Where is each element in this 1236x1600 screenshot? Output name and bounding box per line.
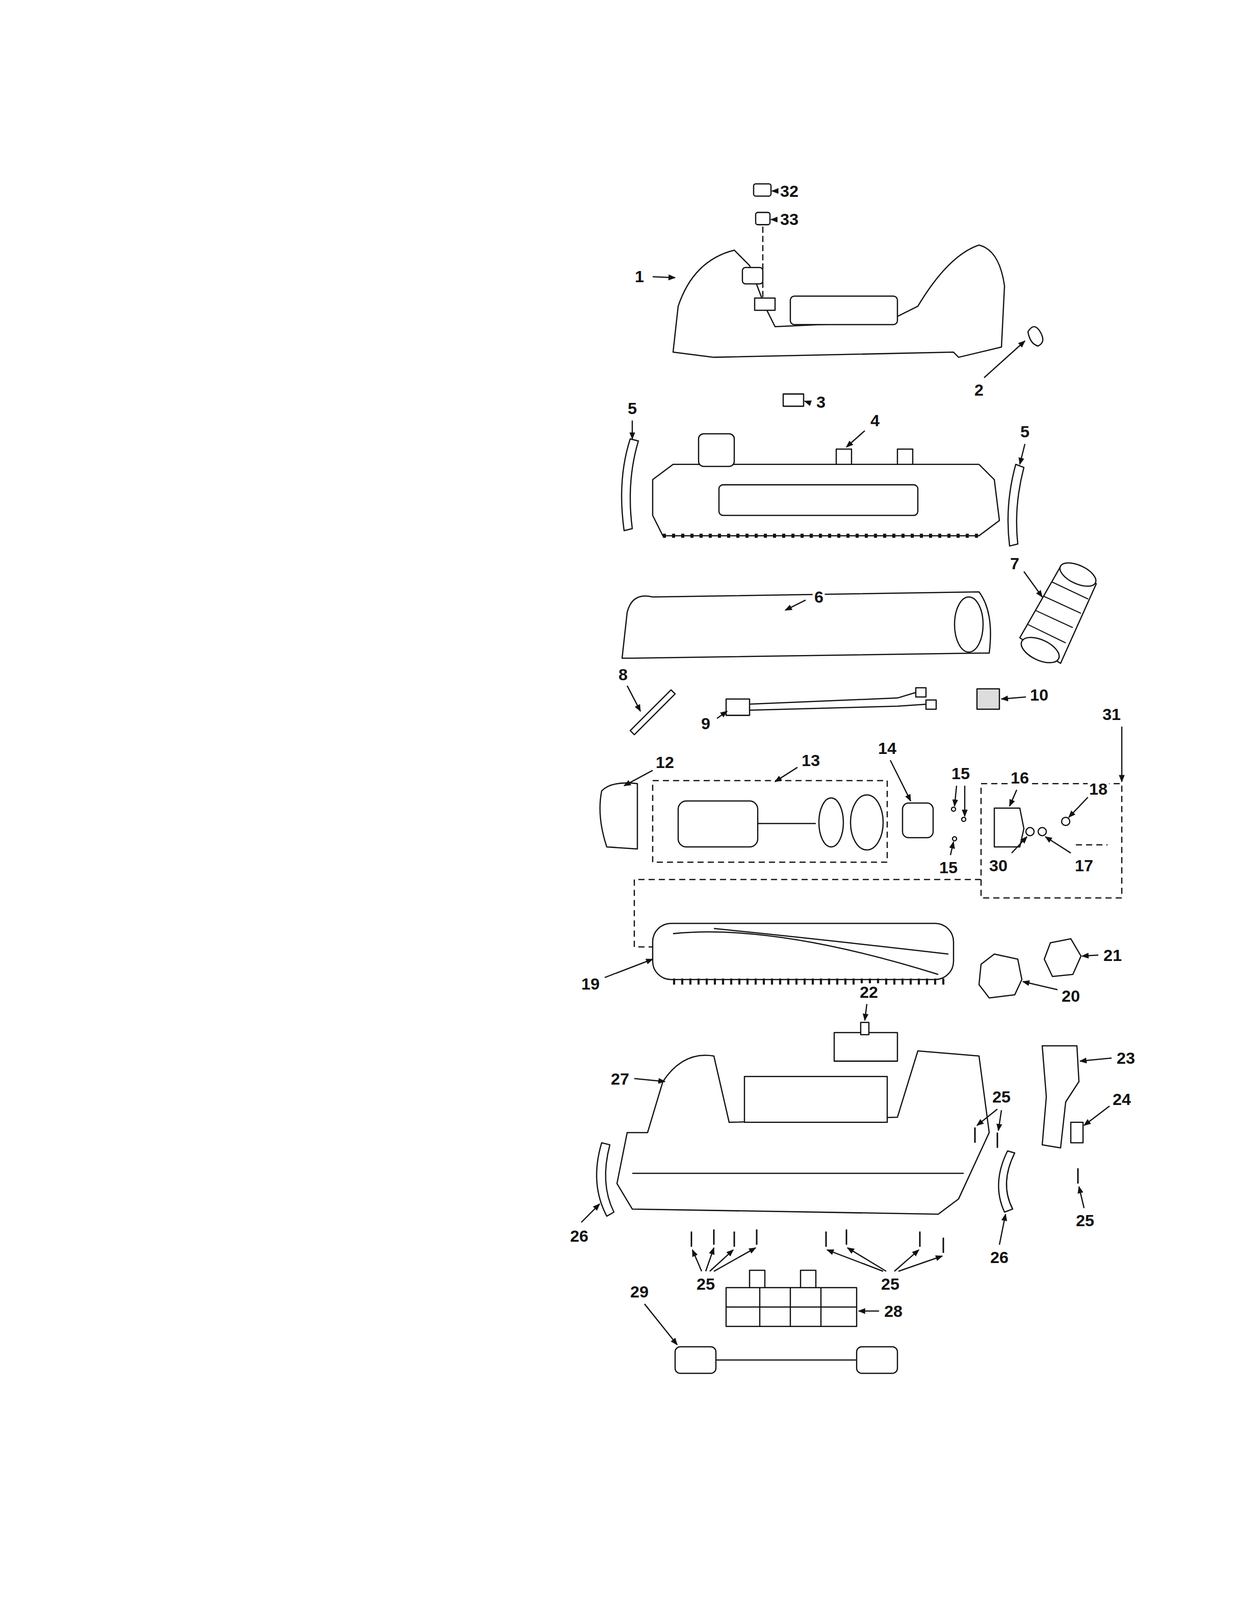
callout-number: 15 bbox=[950, 764, 972, 782]
callout-number: 25 bbox=[1074, 1211, 1096, 1229]
callout-number: 16 bbox=[1009, 768, 1031, 787]
callout-number: 24 bbox=[1110, 1090, 1133, 1108]
callout-number: 17 bbox=[1073, 856, 1095, 874]
callout-number: 15 bbox=[937, 858, 960, 876]
callout-number: 31 bbox=[1100, 705, 1123, 723]
callout-number: 25 bbox=[990, 1087, 1013, 1106]
callout-number: 7 bbox=[1008, 554, 1021, 572]
callout-number: 10 bbox=[1028, 685, 1050, 704]
callout-number: 13 bbox=[800, 751, 822, 769]
callout-number: 6 bbox=[812, 587, 825, 606]
callout-number: 23 bbox=[1115, 1048, 1137, 1067]
callout-number: 8 bbox=[617, 665, 630, 683]
callout-number: 5 bbox=[1018, 422, 1031, 441]
callout-number: 4 bbox=[869, 411, 882, 429]
callout-number: 1 bbox=[633, 267, 646, 286]
callout-number: 25 bbox=[879, 1274, 902, 1293]
callout-number: 29 bbox=[628, 1282, 650, 1300]
callout-number: 28 bbox=[882, 1301, 904, 1320]
callout-number: 25 bbox=[695, 1274, 717, 1293]
callout-number: 22 bbox=[858, 982, 880, 1001]
callout-number: 14 bbox=[876, 739, 899, 757]
callout-number: 21 bbox=[1101, 946, 1124, 964]
callout-number: 32 bbox=[778, 182, 801, 200]
callout-number: 2 bbox=[972, 380, 985, 399]
callout-number: 5 bbox=[626, 399, 639, 417]
callout-number: 26 bbox=[988, 1248, 1011, 1266]
callout-number: 27 bbox=[609, 1069, 631, 1088]
callout-number: 33 bbox=[778, 210, 801, 228]
callout-number: 12 bbox=[654, 753, 676, 771]
callout-number: 19 bbox=[579, 974, 602, 993]
callout-number: 20 bbox=[1060, 986, 1082, 1005]
callout-number: 30 bbox=[987, 856, 1010, 874]
callout-number: 3 bbox=[814, 393, 827, 411]
callout-number: 9 bbox=[699, 714, 712, 732]
callout-number: 18 bbox=[1087, 779, 1110, 798]
callout-number: 26 bbox=[568, 1226, 590, 1245]
